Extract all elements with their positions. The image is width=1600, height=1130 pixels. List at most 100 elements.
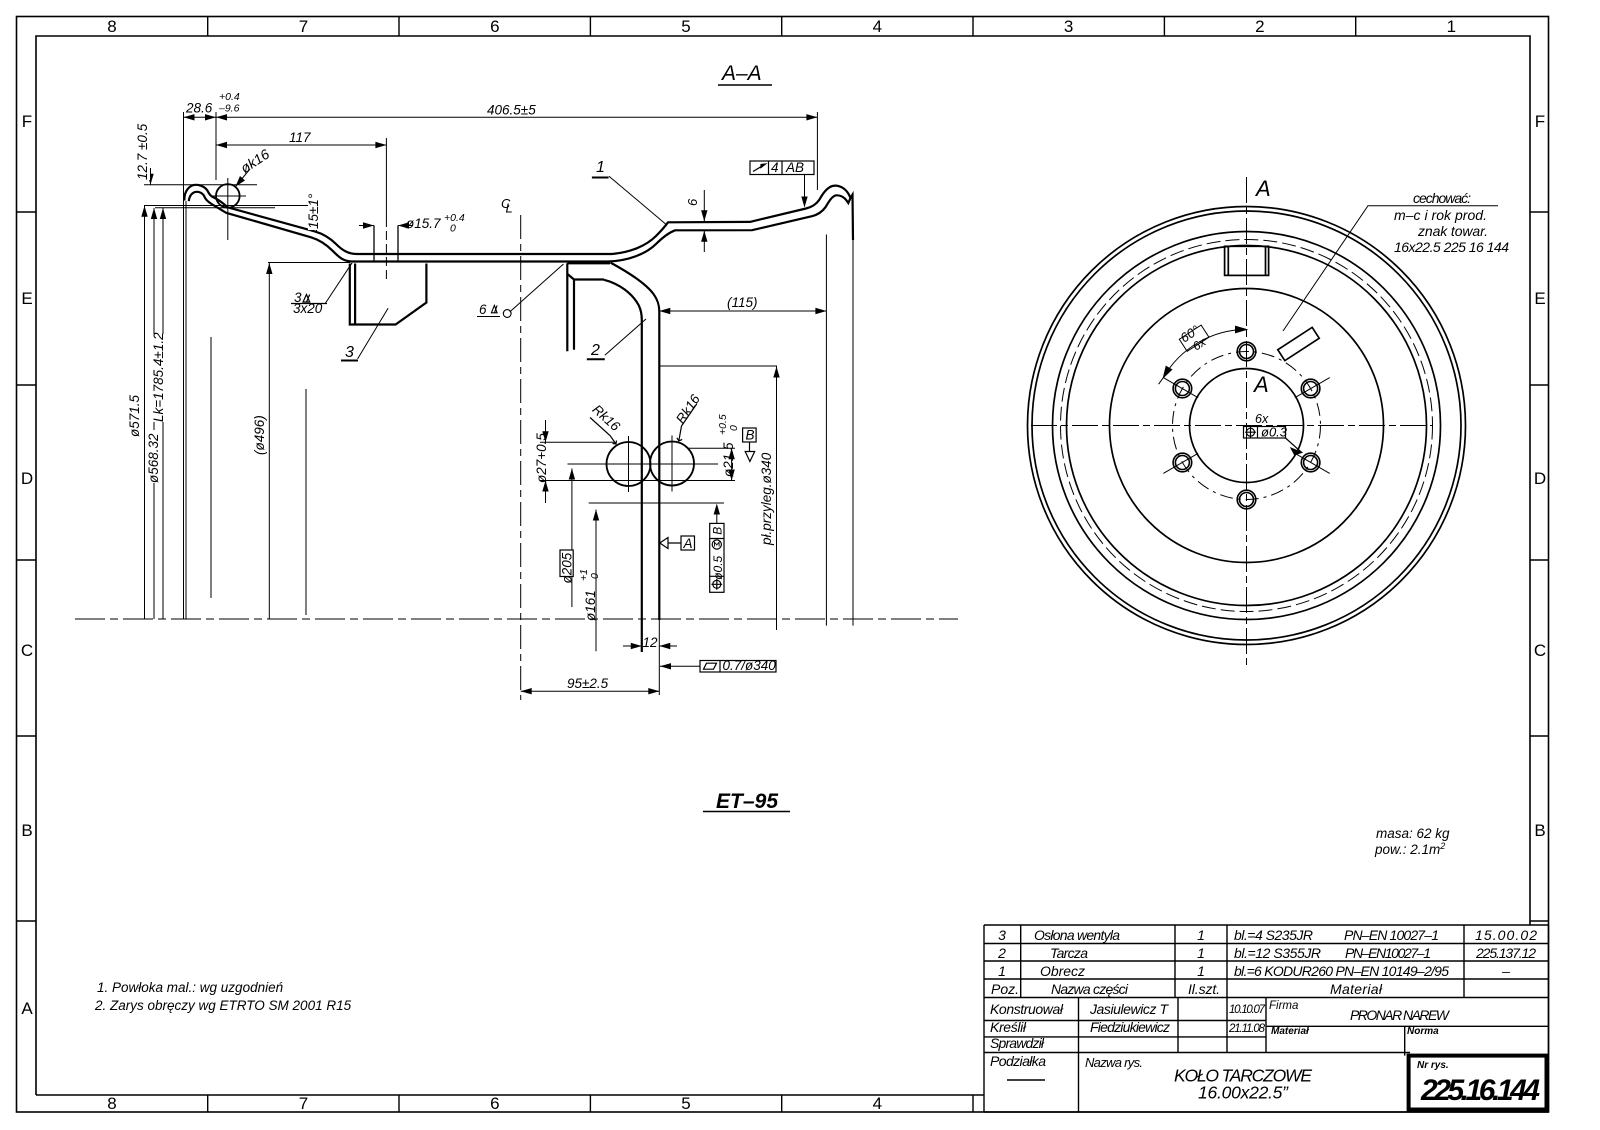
svg-text:Firma: Firma: [1269, 1000, 1298, 1012]
svg-text:C: C: [21, 641, 33, 660]
svg-text:Rk16: Rk16: [590, 402, 624, 435]
svg-text:1: 1: [1197, 963, 1205, 979]
svg-text:6: 6: [490, 17, 499, 36]
svg-text:(115): (115): [727, 295, 758, 310]
svg-text:8: 8: [107, 1094, 116, 1113]
svg-text:C: C: [501, 196, 511, 211]
svg-text:12: 12: [643, 635, 659, 650]
svg-text:A: A: [1252, 372, 1269, 397]
svg-text:4: 4: [873, 17, 882, 36]
svg-text:Nazwa rys.: Nazwa rys.: [1085, 1055, 1143, 1070]
svg-text:2: 2: [1255, 17, 1264, 36]
svg-text:1: 1: [1197, 927, 1205, 943]
svg-text:16x22.5 225 16 144: 16x22.5 225 16 144: [1394, 239, 1509, 255]
svg-text:16.00x22.5”: 16.00x22.5”: [1198, 1083, 1289, 1103]
svg-text:A: A: [21, 999, 33, 1018]
svg-text:1: 1: [596, 159, 605, 176]
svg-text:masa: 62 kg: masa: 62 kg: [1376, 826, 1450, 841]
svg-text:225.16.144: 225.16.144: [1420, 1074, 1540, 1107]
svg-text:ø205: ø205: [560, 552, 575, 583]
svg-text:1: 1: [1447, 17, 1456, 36]
svg-text:4: 4: [771, 160, 779, 175]
svg-text:7: 7: [299, 1094, 308, 1113]
svg-text:A: A: [683, 536, 693, 551]
svg-text:95±2.5: 95±2.5: [567, 676, 609, 691]
svg-text:Lk=1785.4±1.2: Lk=1785.4±1.2: [151, 332, 166, 422]
svg-text:B: B: [21, 821, 32, 840]
svg-text:B: B: [710, 527, 724, 535]
svg-text:Materiał: Materiał: [1330, 981, 1383, 997]
svg-text:ø27+0.5: ø27+0.5: [534, 433, 549, 483]
svg-text:5: 5: [681, 1094, 690, 1113]
svg-text:bl.=4 S235JR: bl.=4 S235JR: [1234, 927, 1313, 943]
svg-text:117: 117: [289, 130, 311, 145]
svg-text:Podziałka: Podziałka: [990, 1053, 1046, 1069]
svg-text:Sprawdził: Sprawdził: [990, 1035, 1045, 1051]
svg-text:PRONAR NAREW: PRONAR NAREW: [1350, 1007, 1451, 1023]
svg-text:PN–EN10027–1: PN–EN10027–1: [1345, 945, 1431, 961]
svg-text:Fiedziukiewicz: Fiedziukiewicz: [1090, 1019, 1170, 1035]
svg-text:Tarcza: Tarcza: [1050, 945, 1088, 961]
svg-text:6: 6: [685, 198, 700, 206]
svg-text:+1: +1: [578, 569, 590, 581]
svg-text:12.7 ±0.5: 12.7 ±0.5: [135, 123, 150, 180]
svg-text:7: 7: [299, 17, 308, 36]
svg-text:F: F: [22, 112, 32, 131]
svg-text:E: E: [21, 289, 32, 308]
svg-text:Jasiulewicz T: Jasiulewicz T: [1089, 1001, 1169, 1017]
svg-text:28.6: 28.6: [185, 101, 213, 116]
svg-text:KOŁO TARCZOWE: KOŁO TARCZOWE: [1174, 1066, 1312, 1086]
svg-text:3: 3: [294, 290, 302, 305]
svg-text:cechować:: cechować:: [1413, 190, 1471, 206]
svg-text:ø161: ø161: [583, 590, 598, 621]
svg-text:+0.5: +0.5: [717, 414, 729, 435]
svg-text:8: 8: [107, 17, 116, 36]
svg-text:2: 2: [590, 342, 600, 359]
svg-text:znak towar.: znak towar.: [1417, 223, 1488, 239]
svg-text:B: B: [1534, 821, 1545, 840]
svg-text:L: L: [506, 201, 513, 216]
svg-text:pow.: 2.1m2: pow.: 2.1m2: [1374, 841, 1445, 857]
svg-text:D: D: [1534, 469, 1546, 488]
svg-text:Osłona wentyla: Osłona wentyla: [1034, 927, 1120, 943]
svg-text:21.11.08: 21.11.08: [1228, 1023, 1266, 1035]
svg-text:4: 4: [873, 1094, 882, 1113]
svg-text:AB: AB: [785, 160, 804, 175]
svg-text:bl.=6 KODUR260 PN–EN 10149–2/9: bl.=6 KODUR260 PN–EN 10149–2/95: [1234, 963, 1449, 979]
svg-text:1: 1: [998, 963, 1006, 979]
svg-text:ø0.3: ø0.3: [1261, 425, 1288, 440]
svg-text:–: –: [1501, 963, 1510, 979]
svg-text:ø15.7: ø15.7: [406, 216, 441, 231]
svg-text:C: C: [1534, 641, 1546, 660]
svg-text:3x20: 3x20: [293, 301, 323, 316]
svg-text:6x: 6x: [1255, 412, 1269, 426]
svg-text:3: 3: [1064, 17, 1073, 36]
svg-text:2. Zarys obręczy wg ETRTO SM 2: 2. Zarys obręczy wg ETRTO SM 2001 R15: [94, 998, 352, 1013]
svg-text:3: 3: [998, 927, 1006, 943]
svg-text:Konstruował: Konstruował: [990, 1001, 1064, 1017]
svg-text:6: 6: [490, 1094, 499, 1113]
svg-text:10.10.07: 10.10.07: [1229, 1004, 1266, 1016]
svg-text:ø571.5: ø571.5: [127, 394, 142, 437]
svg-text:(ø496): (ø496): [252, 415, 267, 455]
svg-text:–9.6: –9.6: [218, 103, 240, 115]
svg-text:6: 6: [479, 302, 487, 317]
svg-text:2: 2: [997, 945, 1006, 961]
svg-text:ø0.5: ø0.5: [711, 555, 725, 579]
svg-text:Obrecz: Obrecz: [1040, 963, 1085, 979]
svg-text:0.7/ø340: 0.7/ø340: [723, 658, 777, 673]
svg-text:1: 1: [1197, 945, 1205, 961]
svg-text:Poz.: Poz.: [991, 981, 1019, 997]
svg-text:ø568.32: ø568.32: [146, 433, 161, 483]
svg-text:A–A: A–A: [720, 62, 762, 85]
svg-text:D: D: [21, 469, 33, 488]
svg-text:PN–EN 10027–1: PN–EN 10027–1: [1344, 927, 1439, 943]
svg-text:1. Powłoka mal.: wg uzgodnień: 1. Powłoka mal.: wg uzgodnień: [97, 980, 283, 995]
svg-text:Norma: Norma: [1407, 1026, 1439, 1037]
svg-text:øk16: øk16: [237, 146, 272, 176]
svg-text:Nazwa części: Nazwa części: [1051, 981, 1129, 997]
svg-text:m–c i rok prod.: m–c i rok prod.: [1394, 207, 1487, 223]
svg-text:bl.=12 S355JR: bl.=12 S355JR: [1234, 945, 1321, 961]
svg-text:225.137.12: 225.137.12: [1475, 945, 1536, 961]
svg-text:0: 0: [728, 425, 740, 431]
